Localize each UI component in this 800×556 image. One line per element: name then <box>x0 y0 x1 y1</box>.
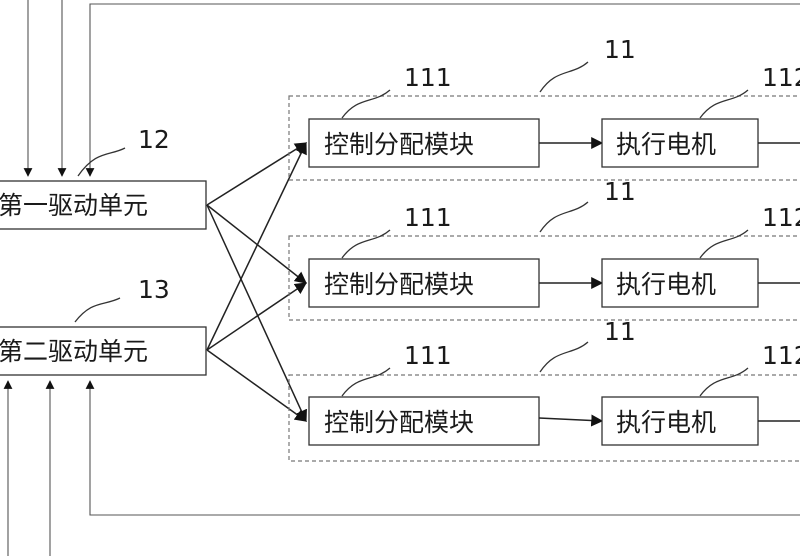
channel-2-module-label: 控制分配模块 <box>324 270 474 299</box>
second-drive-unit-leader <box>74 297 121 323</box>
channel-3-motor-label: 执行电机 <box>616 408 716 437</box>
channel-2-motor-ref: 112 <box>762 203 800 232</box>
channel-1-module-ref: 111 <box>404 63 452 92</box>
channel-3-group-leader <box>539 341 589 373</box>
channel-1-module-label: 控制分配模块 <box>324 130 474 159</box>
link-second-to-channel-1 <box>206 141 307 351</box>
channel-1-motor-ref: 112 <box>762 63 800 92</box>
channel-3-dashed-group <box>288 374 800 462</box>
channel-1-motor-leader <box>699 89 749 119</box>
second-drive-unit-label: 第二驱动单元 <box>0 337 148 366</box>
first-drive-unit-ref: 12 <box>138 125 170 154</box>
channel-2-dashed-group <box>288 235 800 321</box>
first-drive-unit-label: 第一驱动单元 <box>0 191 148 220</box>
actuator-channel-1: 控制分配模块 执行电机 11 111 112 <box>288 35 800 181</box>
link-first-to-channel-2 <box>206 204 307 284</box>
channel-2-module-leader <box>341 229 391 259</box>
channel-1-module-leader <box>341 89 391 119</box>
channel-1-motor-label: 执行电机 <box>616 130 716 159</box>
channel-2-motor-label: 执行电机 <box>616 270 716 299</box>
channel-1-group-ref: 11 <box>604 35 636 64</box>
channel-3-group-ref: 11 <box>604 317 636 346</box>
channel-1-dashed-group <box>288 95 800 181</box>
actuator-channel-3: 控制分配模块 执行电机 11 111 112 <box>288 317 800 462</box>
channel-3-module-ref: 111 <box>404 341 452 370</box>
channel-3-motor-leader <box>699 367 749 397</box>
channel-3-module-label: 控制分配模块 <box>324 408 474 437</box>
second-drive-unit-ref: 13 <box>138 275 170 304</box>
channel-2-group-leader <box>539 201 589 233</box>
feedback-line-top <box>85 3 800 177</box>
actuator-channel-2: 控制分配模块 执行电机 11 111 112 <box>288 177 800 321</box>
link-first-to-channel-3 <box>206 204 307 423</box>
link-second-to-channel-3 <box>206 349 307 422</box>
link-second-to-channel-2 <box>206 282 307 351</box>
channel-3-module-leader <box>341 367 391 397</box>
channel-2-group-ref: 11 <box>604 177 636 206</box>
first-drive-unit-leader <box>77 147 126 177</box>
first-drive-unit: 第一驱动单元 <box>0 180 207 230</box>
feedback-line-bottom <box>85 380 800 516</box>
channel-3-module-to-motor-arrow <box>538 414 604 427</box>
channel-3-motor-ref: 112 <box>762 341 800 370</box>
channel-2-module-ref: 111 <box>404 203 452 232</box>
channel-1-group-leader <box>539 61 589 93</box>
channel-2-motor-leader <box>699 229 749 259</box>
second-drive-unit: 第二驱动单元 <box>0 326 207 376</box>
